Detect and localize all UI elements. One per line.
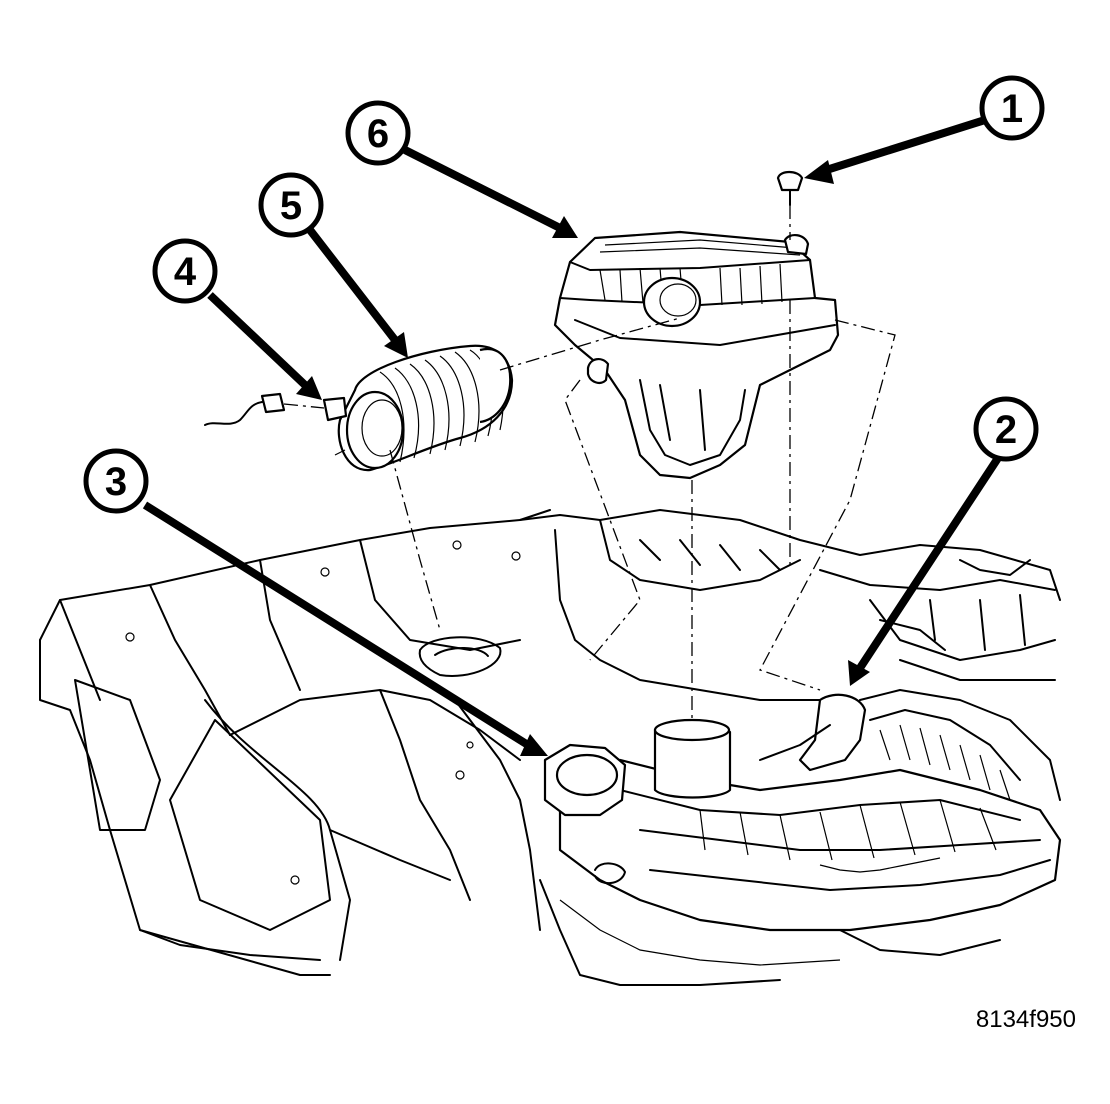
leader-arrow-6 xyxy=(403,146,562,232)
callout-6: 6 xyxy=(345,100,411,166)
callout-3: 3 xyxy=(83,448,149,514)
callout-circle-1 xyxy=(979,75,1045,141)
callout-label-4: 4 xyxy=(174,250,197,294)
fastener-screw xyxy=(776,170,804,206)
callout-circle-2 xyxy=(973,396,1039,462)
leader-arrow-5 xyxy=(306,227,399,343)
leader-arrow-1 xyxy=(818,116,987,176)
arrowhead-3 xyxy=(520,734,548,756)
callout-2: 2 xyxy=(973,396,1039,462)
leader-arrow-4 xyxy=(207,292,308,388)
callout-label-2: 2 xyxy=(995,408,1017,452)
arrowhead-2 xyxy=(848,660,870,686)
callout-4: 4 xyxy=(152,238,218,304)
callout-5: 5 xyxy=(258,172,324,238)
air-inlet-hose xyxy=(329,344,514,472)
callout-circle-6 xyxy=(345,100,411,166)
arrowhead-1 xyxy=(804,160,834,184)
callout-label-5: 5 xyxy=(280,184,302,228)
leader-arrows xyxy=(142,116,1004,756)
arrowhead-6 xyxy=(552,216,578,238)
figure-code: 8134f950 xyxy=(975,1006,1076,1033)
callout-1: 1 xyxy=(979,75,1045,141)
arrowhead-5 xyxy=(384,332,408,358)
callout-label-6: 6 xyxy=(367,112,389,156)
callout-circle-3 xyxy=(83,448,149,514)
air-cleaner-housing xyxy=(553,230,840,480)
arrowhead-4 xyxy=(296,376,322,400)
callout-circle-4 xyxy=(152,238,218,304)
callout-label-1: 1 xyxy=(1001,87,1023,131)
callout-circle-5 xyxy=(258,172,324,238)
leader-arrow-2 xyxy=(856,452,1004,671)
callout-label-3: 3 xyxy=(105,460,127,504)
alignment-lines xyxy=(389,205,896,720)
leader-arrow-3 xyxy=(142,501,531,749)
engine-bay-structure xyxy=(39,509,1062,986)
sensor-connector xyxy=(204,392,348,426)
